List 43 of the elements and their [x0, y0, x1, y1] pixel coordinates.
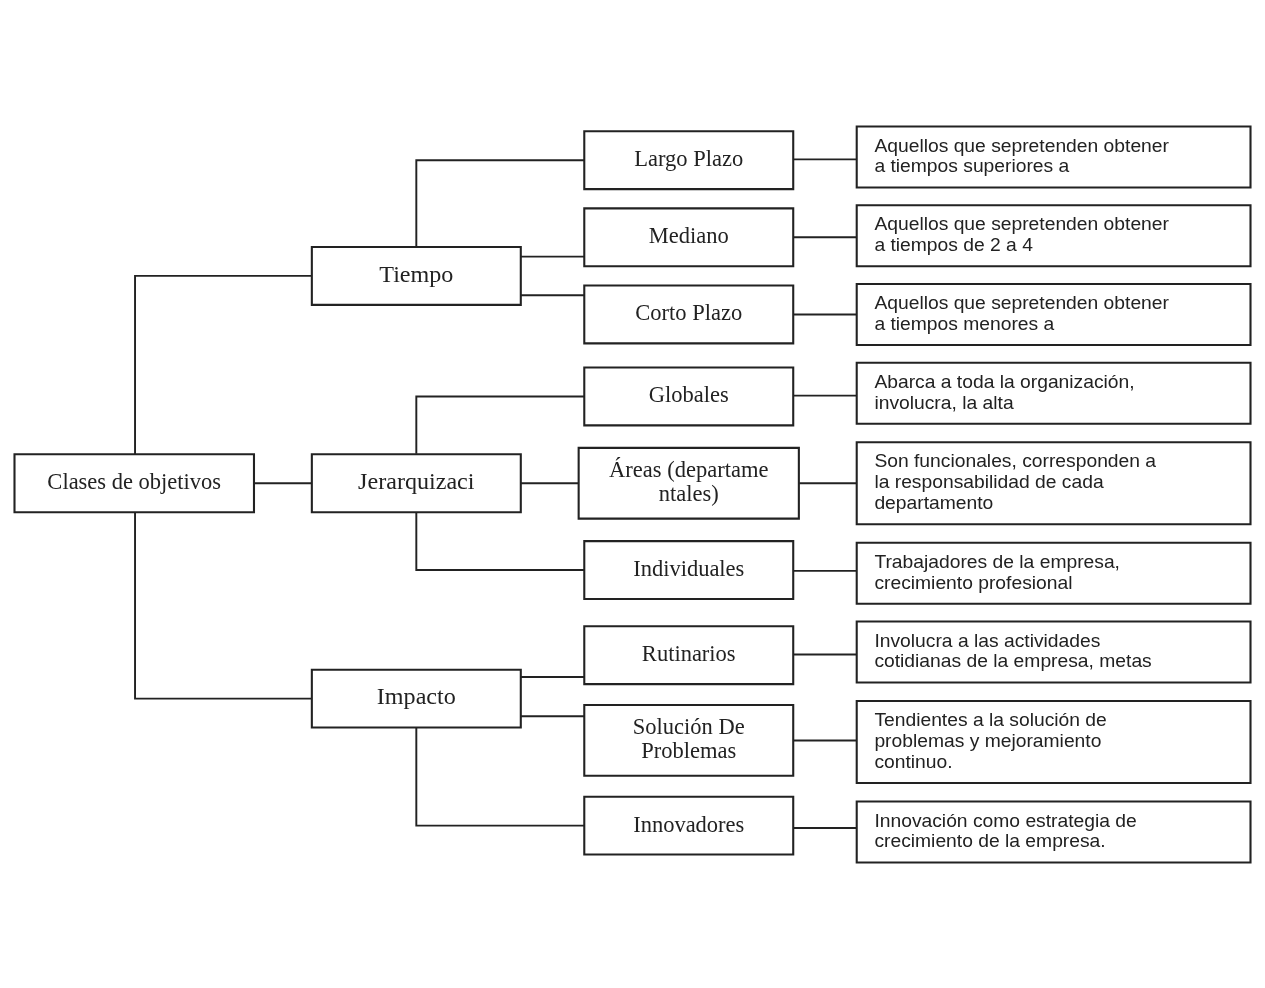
- connector: [415, 158, 586, 248]
- connector: [798, 481, 858, 484]
- connector: [519, 481, 580, 484]
- connector: [253, 481, 313, 484]
- node-box: Mediano: [583, 206, 795, 267]
- connector: [415, 395, 586, 455]
- connector: [792, 313, 858, 315]
- connector: [792, 157, 858, 160]
- node-box: Innovación como estrategia de crecimiento de la empresa.: [855, 799, 1252, 864]
- node-box: Innovadores: [583, 795, 795, 856]
- node-box: Involucra a las actividades cotidianas de la empresa, metas: [855, 619, 1252, 684]
- connector: [519, 255, 585, 258]
- connector: [792, 235, 858, 238]
- node-box: Corto Plazo: [583, 284, 795, 344]
- connector: [134, 510, 313, 700]
- node-box: Clases de objetivos: [13, 452, 256, 513]
- node-box: Abarca a toda la organización, involucra, la alta: [855, 361, 1252, 425]
- connector: [519, 675, 585, 678]
- connector: [792, 738, 858, 741]
- node-box: Son funcionales, corresponden a la responsabilidad de cada departamento: [855, 440, 1252, 525]
- node-box: Individuales: [583, 539, 795, 600]
- connector: [415, 511, 586, 571]
- connector: [519, 714, 585, 717]
- node-box: Largo Plazo: [583, 129, 795, 190]
- node-box: Tendientes a la solución de problemas y mejoramiento continuo.: [855, 699, 1252, 784]
- node-box: Solución De Problemas: [583, 703, 795, 777]
- node-box: Aquellos que sepretenden obtener a tiempos superiores a: [855, 124, 1252, 189]
- node-box: Rutinarios: [583, 624, 795, 685]
- connector: [792, 652, 858, 655]
- connector: [519, 293, 585, 296]
- node-box: Globales: [583, 365, 795, 426]
- node-box: Jerarquizaci: [310, 452, 522, 513]
- connector: [792, 826, 858, 829]
- connector: [792, 394, 858, 397]
- node-box: Aquellos que sepretenden obtener a tiempos menores a: [855, 282, 1252, 346]
- node-box: Áreas (departamentales): [577, 446, 800, 520]
- node-box: Aquellos que sepretenden obtener a tiempos de 2 a 4: [855, 203, 1252, 267]
- connector: [134, 274, 313, 455]
- connector: [415, 726, 586, 827]
- node-box: Impacto: [310, 668, 522, 729]
- node-box: Trabajadores de la empresa, crecimiento profesional: [855, 541, 1252, 605]
- connector: [792, 569, 858, 572]
- node-box: Tiempo: [310, 245, 522, 306]
